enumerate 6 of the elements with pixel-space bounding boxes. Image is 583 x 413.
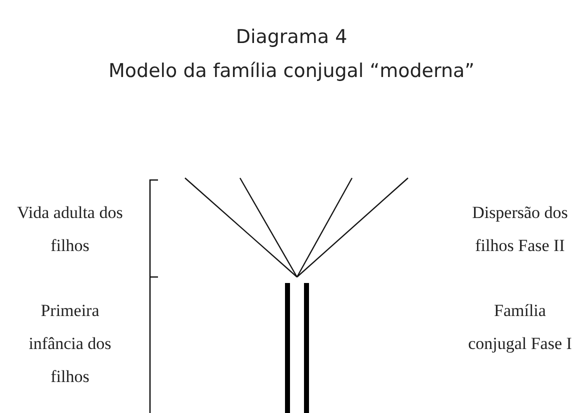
diagram-subtitle: Modelo da família conjugal “moderna” bbox=[107, 60, 476, 82]
phase-label: Família conjugal Fase I bbox=[467, 300, 573, 355]
phase-label: Primeira infância dos filhos bbox=[28, 300, 112, 388]
diagram-title: Diagrama 4 bbox=[234, 26, 348, 48]
phase-label: Vida adulta dos filhos bbox=[16, 202, 124, 257]
phase-label: Dispersão dos filhos Fase II bbox=[471, 202, 569, 257]
